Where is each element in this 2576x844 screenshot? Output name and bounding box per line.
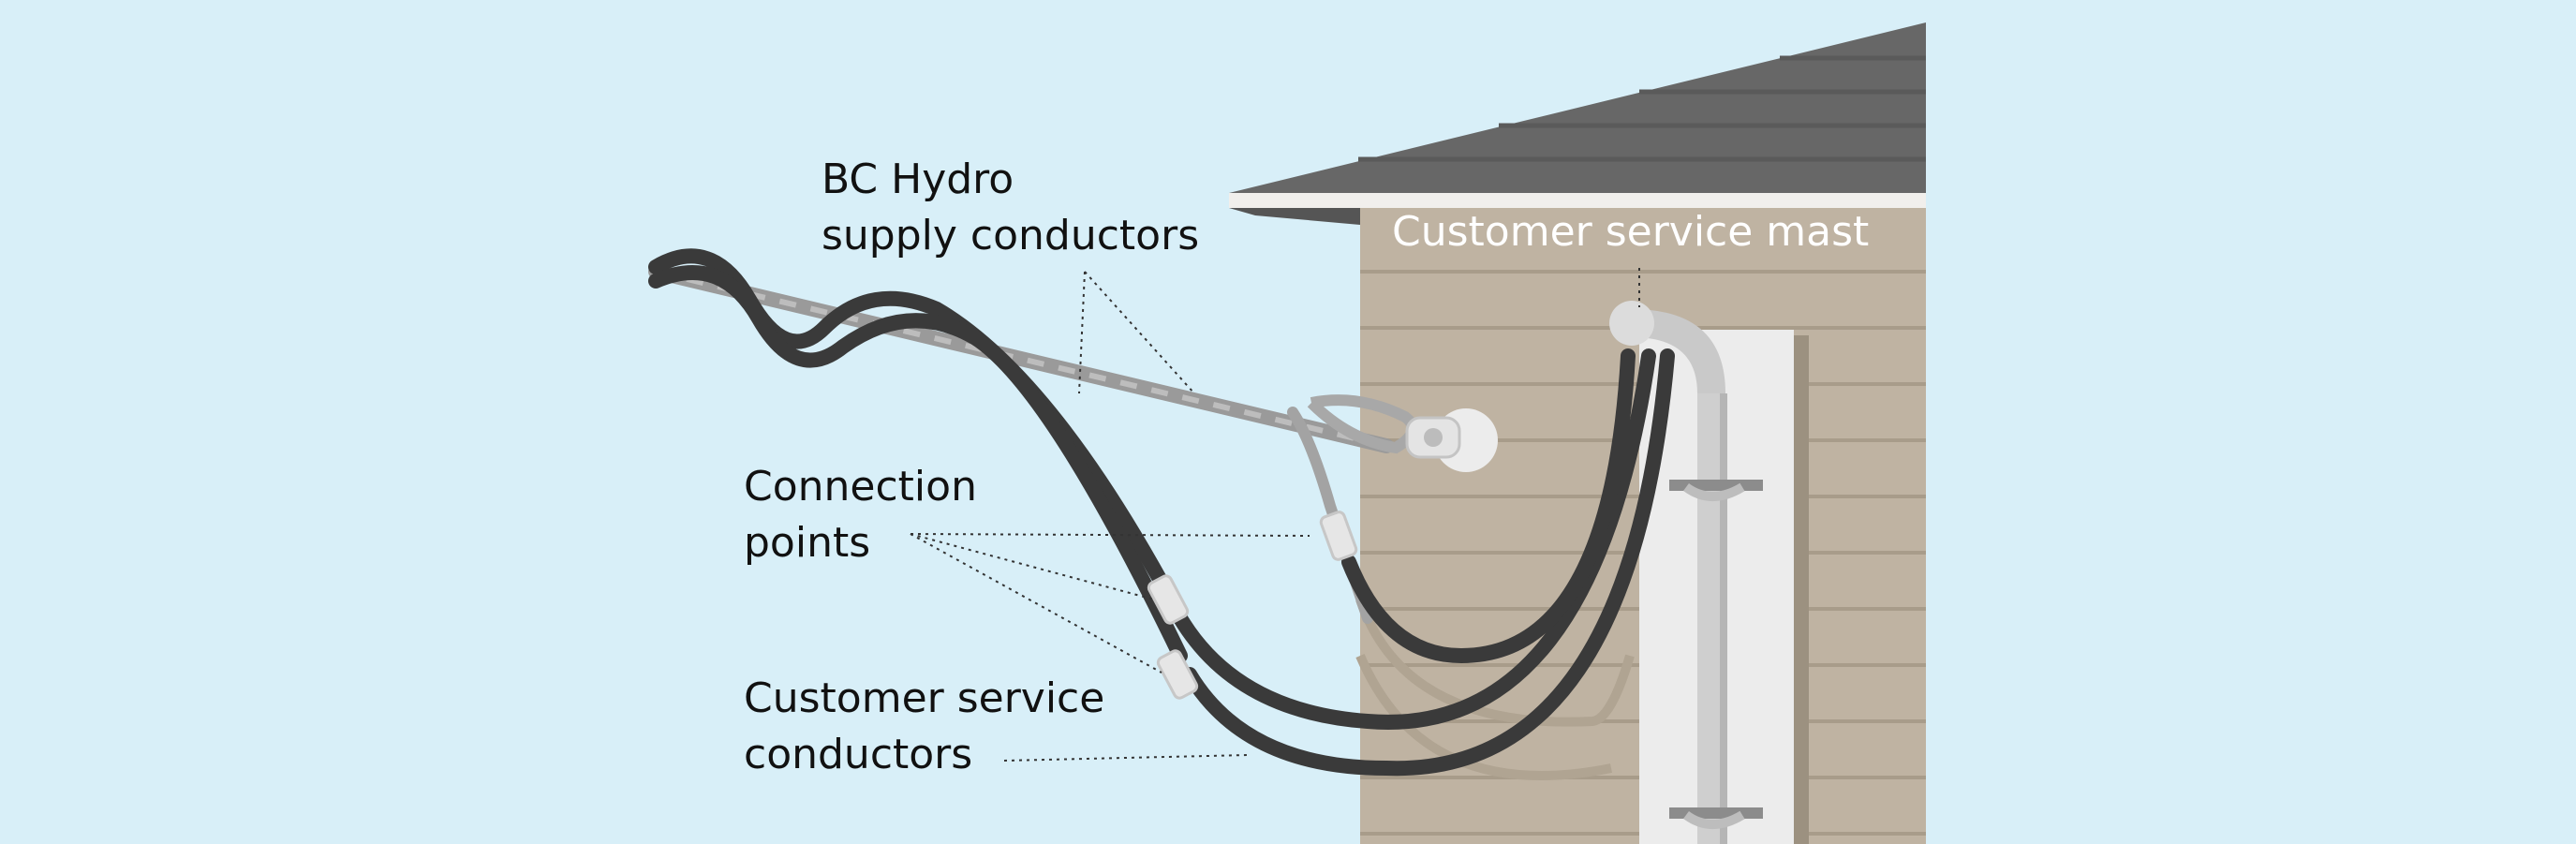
customer-service-conductors-label-line2: conductors xyxy=(744,731,973,778)
connection-sleeves xyxy=(1147,511,1358,700)
leader-lines xyxy=(910,268,1640,762)
connection-sleeve-1 xyxy=(1319,511,1358,561)
roof xyxy=(1229,22,1926,225)
wall-insulator xyxy=(1405,408,1498,472)
connection-sleeve-3 xyxy=(1156,649,1199,700)
connection-points-label-line2: points xyxy=(744,519,871,567)
weatherhead xyxy=(1609,301,1654,346)
service-mast xyxy=(1609,301,1763,844)
customer-service-conductors-label-line1: Customer service xyxy=(744,674,1105,722)
customer-service-conductors xyxy=(1173,348,1675,777)
bc-hydro-label-line1: BC Hydro xyxy=(822,155,1014,203)
bc-hydro-label-line2: supply conductors xyxy=(822,212,1200,259)
customer-service-mast-label: Customer service mast xyxy=(1392,208,1870,256)
connection-points-label-line1: Connection xyxy=(744,463,977,511)
connection-sleeve-2 xyxy=(1147,574,1190,625)
supply-conductors xyxy=(648,248,1188,663)
